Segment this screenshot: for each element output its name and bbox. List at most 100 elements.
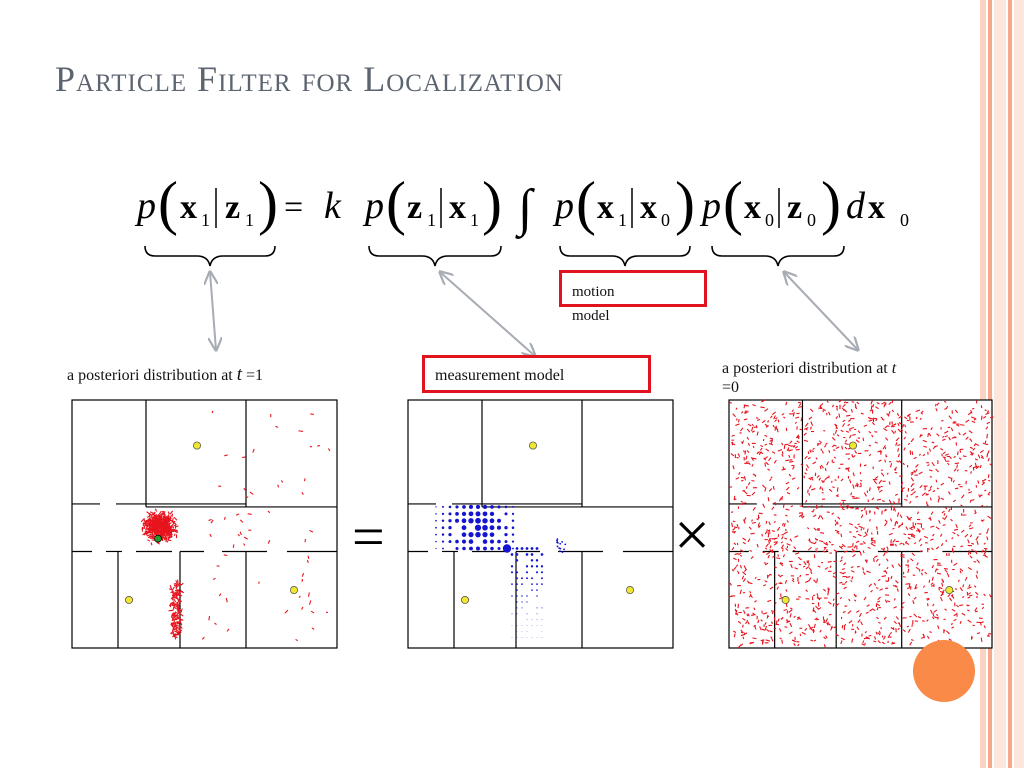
formula-equals: = — [284, 189, 303, 226]
particle — [868, 510, 871, 513]
particle — [942, 517, 946, 520]
particle — [862, 527, 865, 530]
particle — [845, 414, 851, 417]
particle — [847, 610, 852, 615]
particle — [751, 479, 755, 482]
particle — [212, 577, 216, 580]
particle — [982, 415, 987, 419]
particle — [827, 601, 832, 605]
particle — [859, 479, 863, 482]
particle — [891, 429, 895, 435]
particle — [957, 451, 959, 456]
particle — [888, 401, 892, 406]
decor-circle — [913, 640, 975, 702]
particle — [951, 537, 954, 540]
particle — [948, 415, 953, 420]
particle — [918, 538, 922, 542]
particle — [931, 576, 934, 581]
particle — [964, 576, 968, 581]
formula-sub: 0 — [900, 210, 909, 230]
particle — [172, 528, 176, 532]
particle — [777, 574, 782, 578]
weight-dot — [455, 512, 459, 516]
particle — [795, 416, 800, 419]
particle — [971, 420, 976, 424]
particle — [906, 625, 909, 628]
weight-dot — [526, 631, 528, 632]
particle — [986, 536, 989, 541]
particle — [788, 609, 793, 613]
particle — [985, 426, 989, 430]
particle — [767, 599, 772, 603]
particle — [946, 630, 950, 635]
particle — [801, 631, 806, 635]
particle — [779, 637, 782, 640]
particle — [163, 520, 168, 523]
particle — [808, 485, 812, 489]
particle — [907, 593, 911, 597]
particle — [788, 631, 793, 635]
particle — [971, 452, 974, 456]
particle — [932, 489, 936, 493]
weight-dot — [435, 506, 437, 508]
weight-dot — [540, 553, 544, 556]
particle — [177, 594, 181, 597]
particle — [905, 564, 908, 566]
particle — [959, 570, 962, 574]
particle — [742, 617, 746, 621]
particle — [883, 570, 886, 573]
particle — [790, 505, 794, 508]
particle — [910, 488, 915, 492]
particle — [959, 568, 964, 572]
particle — [757, 522, 761, 527]
particle — [306, 559, 309, 564]
particle — [309, 445, 313, 448]
particle — [831, 512, 835, 515]
particle — [897, 453, 901, 458]
particle — [848, 434, 852, 439]
particle — [840, 533, 843, 538]
particle — [768, 457, 772, 462]
particle — [914, 620, 919, 622]
particle — [907, 413, 911, 417]
weight-dot — [504, 505, 508, 509]
particle — [850, 566, 854, 569]
measurement-model-box: measurement model — [422, 355, 651, 393]
particle — [947, 462, 950, 466]
particle — [745, 619, 749, 625]
particle — [176, 621, 179, 625]
formula-p: p — [552, 185, 574, 227]
particle — [768, 488, 773, 492]
weight-dot — [535, 559, 539, 562]
particle — [951, 436, 956, 439]
particle — [935, 479, 938, 483]
particle — [898, 460, 902, 463]
particle — [984, 409, 987, 412]
particle — [974, 607, 978, 612]
particle — [777, 526, 781, 531]
particle — [303, 478, 306, 482]
particle — [788, 449, 793, 452]
particle — [951, 548, 955, 553]
weight-dot — [516, 601, 518, 603]
particle — [987, 491, 991, 495]
particle — [935, 526, 940, 530]
particle — [835, 405, 839, 408]
weight-dot — [461, 525, 467, 531]
particle — [779, 596, 783, 600]
particle — [751, 464, 754, 467]
particle — [295, 638, 298, 642]
particle — [849, 479, 852, 484]
particle — [174, 621, 179, 625]
particle — [759, 451, 764, 455]
particle — [773, 616, 776, 621]
particle — [878, 489, 883, 493]
particle — [816, 505, 819, 509]
weight-dot — [526, 595, 528, 597]
particle — [984, 555, 989, 558]
particle — [823, 542, 828, 546]
particle — [974, 610, 978, 613]
weight-dot — [541, 583, 543, 586]
particle — [876, 616, 879, 620]
weight-dot — [442, 505, 444, 508]
